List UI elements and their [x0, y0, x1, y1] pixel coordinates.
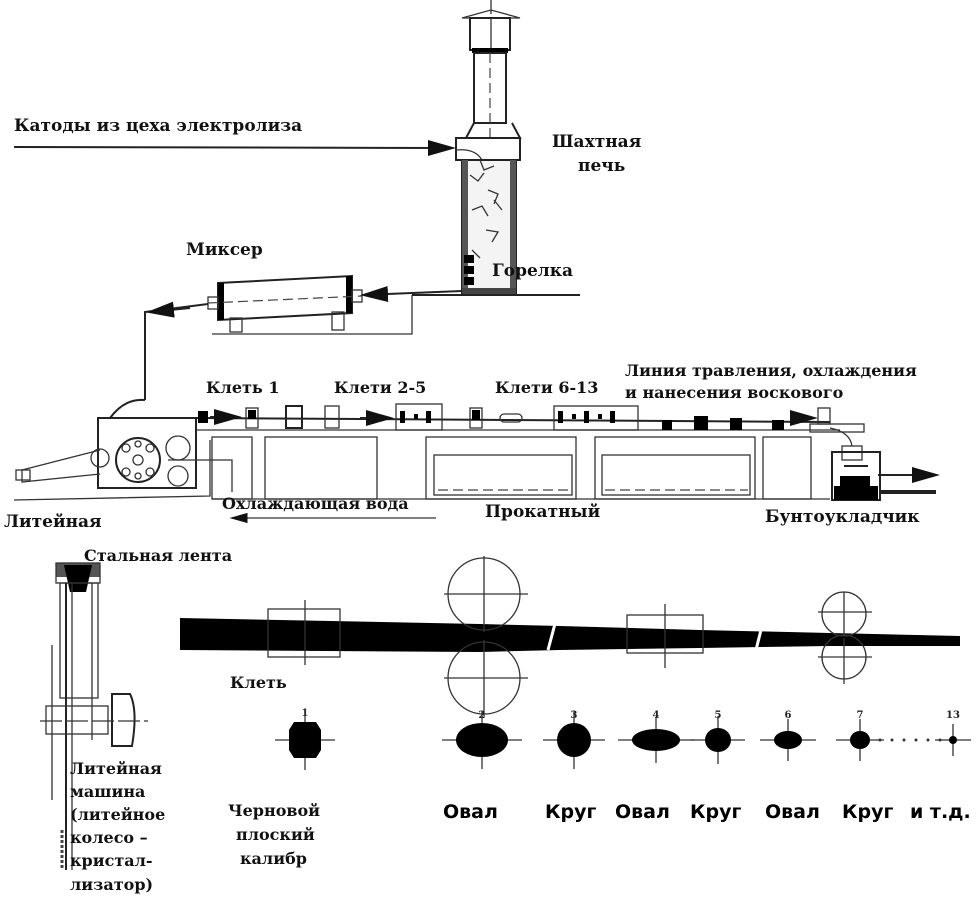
- pass-3: 3Круг: [543, 710, 605, 823]
- stands-2-5-label: Клети 2-5: [334, 378, 426, 397]
- svg-text:кристал-: кристал-: [70, 851, 153, 870]
- svg-text:плоский: плоский: [236, 825, 315, 844]
- pass-number: 6: [785, 710, 792, 721]
- melt-flow-arrow: [360, 286, 463, 303]
- rough-pass-label: Черновой плоский калибр: [228, 801, 320, 868]
- pass-13: 13 и т.д.: [910, 710, 971, 823]
- coiler: [829, 427, 940, 501]
- pass-number: 5: [715, 710, 722, 721]
- mixer-to-caster-line: [144, 303, 209, 400]
- cathodes-feed-arrow: [13, 139, 456, 156]
- mill-base: [211, 436, 830, 500]
- pass-number: 7: [857, 710, 864, 721]
- svg-text:машина: машина: [70, 782, 145, 801]
- svg-text:Черновой: Черновой: [228, 801, 320, 820]
- stands-6-13-label: Клети 6-13: [495, 378, 598, 397]
- cooling-water-label: Охлаждающая вода: [222, 494, 409, 513]
- shaft-furnace-label-2: печь: [578, 156, 625, 176]
- svg-text:колесо –: колесо –: [70, 828, 148, 847]
- pass-label: Овал: [765, 801, 820, 823]
- stand-label: Клеть: [230, 673, 287, 692]
- pickling-line-label-1: Линия травления, охлаждения: [625, 361, 917, 380]
- mixer: [207, 274, 413, 335]
- continuation-dot: [914, 738, 918, 742]
- pass-number: 13: [946, 710, 960, 721]
- pickling-line-label-2: и нанесения воскового: [625, 383, 844, 402]
- pass-profile: [705, 728, 731, 752]
- coiler-label: Бунтоукладчик: [765, 507, 920, 527]
- stand-1-label: Клеть 1: [206, 378, 280, 397]
- cathodes-label: Катоды из цеха электролиза: [14, 116, 302, 136]
- casting-machine-label: Литейная машина (литейное колесо – крист…: [70, 759, 165, 894]
- casting-wheel-unit: [13, 398, 233, 501]
- svg-text:Литейная: Литейная: [70, 759, 162, 778]
- pass-profile: [774, 731, 802, 749]
- pass-label: Круг: [690, 801, 742, 823]
- pass-profile: [949, 736, 957, 744]
- mill-stands: [198, 403, 865, 433]
- continuation-dot: [938, 738, 942, 742]
- pass-label: Круг: [842, 801, 894, 823]
- pass-label: Овал: [615, 801, 670, 823]
- svg-text:(литейное: (литейное: [70, 805, 165, 824]
- mixer-label: Миксер: [186, 240, 263, 260]
- svg-text:лизатор): лизатор): [70, 875, 153, 894]
- shaft-furnace: [455, 0, 522, 296]
- pass-number: 4: [653, 710, 660, 721]
- continuation-dot: [878, 738, 882, 742]
- rolling-strip: [180, 556, 960, 716]
- steel-band-label: Стальная лента: [84, 546, 232, 565]
- burner-label: Горелка: [492, 261, 573, 281]
- pass-profile: [557, 723, 591, 757]
- continuation-dot: [890, 738, 894, 742]
- pass-label: Круг: [545, 801, 597, 823]
- pass-profile: [632, 729, 680, 751]
- pass-sequence: 12Овал3Круг4Овал5Круг6Овал7Круг13и т.д.: [275, 708, 971, 823]
- continuation-dot: [902, 738, 906, 742]
- continuation-dot: [926, 738, 930, 742]
- pass-profile: [850, 731, 870, 749]
- svg-text:калибр: калибр: [240, 849, 307, 868]
- pass-profile: [289, 722, 321, 758]
- pass-1: 1: [275, 708, 335, 770]
- pass-label: Овал: [443, 801, 498, 823]
- shaft-furnace-label-1: Шахтная: [552, 132, 641, 152]
- pass-2: 2Овал: [442, 710, 522, 823]
- rolling-label: Прокатный: [485, 502, 601, 522]
- casting-label: Литейная: [4, 512, 102, 532]
- pass-profile: [456, 723, 508, 757]
- pass-label: и т.д.: [910, 801, 971, 823]
- casting-machine: [40, 562, 148, 870]
